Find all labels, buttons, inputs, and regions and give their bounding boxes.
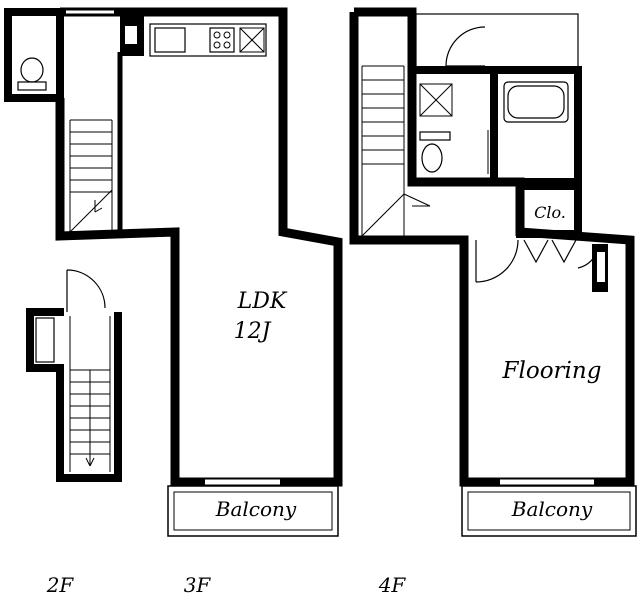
door-4f-flooring-icon — [475, 239, 599, 283]
room-size-ldk: 12J — [234, 319, 272, 344]
floor-label-2f: 2F — [46, 573, 75, 597]
door-2f-icon — [66, 269, 106, 312]
plan-2f — [26, 269, 122, 482]
sink-icon — [154, 27, 186, 53]
wall-3f-outer — [4, 8, 64, 102]
door-4f-top-icon — [445, 26, 486, 67]
floor-label-3f: 3F — [184, 573, 212, 597]
plan-3f — [4, 7, 343, 537]
wall-3f-pillar-inner — [125, 26, 137, 44]
stairs-3f — [69, 119, 113, 233]
toilet-4f-icon — [419, 131, 451, 173]
room-label-ldk: LDK — [237, 289, 288, 314]
balcony-label-3f: Balcony — [215, 497, 297, 521]
balcony-3f — [167, 485, 339, 537]
fridge-space — [239, 27, 265, 53]
room-label-flooring: Flooring — [502, 358, 602, 384]
wall-2f — [26, 308, 122, 482]
toilet-icon — [17, 57, 47, 91]
stairs-4f — [361, 65, 431, 237]
washer-icon — [419, 83, 453, 117]
stairs-2f — [69, 316, 111, 472]
kitchen-counter — [149, 23, 267, 57]
floor-label-4f: 4F — [378, 573, 407, 597]
stove-icon — [209, 27, 235, 53]
bathtub-icon — [503, 81, 569, 123]
room-label-closet: Clo. — [534, 203, 566, 222]
plan-4f — [349, 7, 637, 537]
balcony-label-4f: Balcony — [511, 497, 593, 521]
balcony-4f — [461, 485, 637, 537]
wall-3f-main — [55, 7, 343, 487]
